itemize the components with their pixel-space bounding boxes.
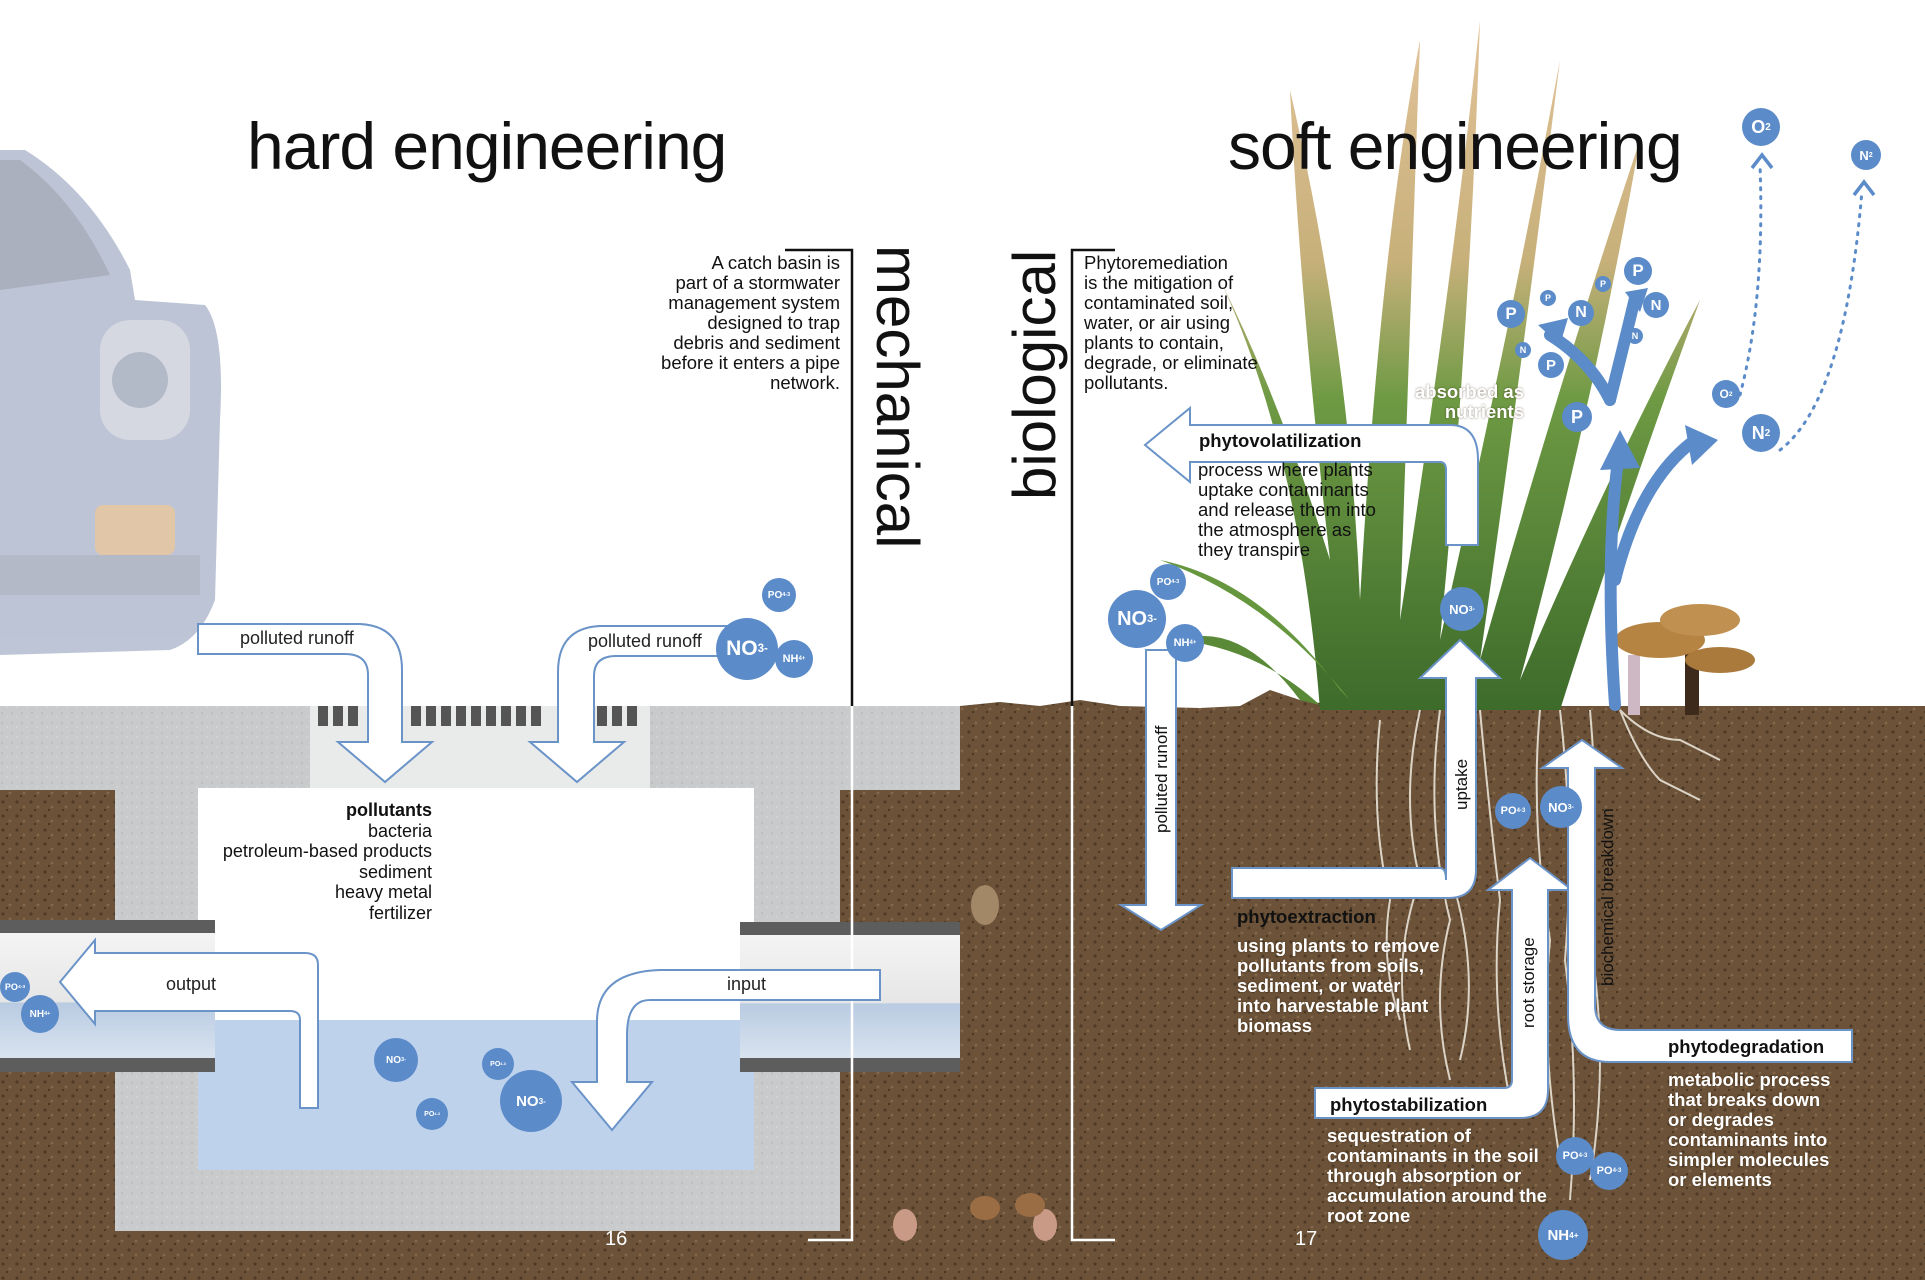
pollutant-item: petroleum-based products: [222, 841, 432, 861]
uptake-label: uptake: [1452, 758, 1471, 810]
mechanical-bracket: [785, 248, 854, 706]
phosphorus-molecule: P: [1595, 276, 1611, 292]
page-number-right: 17: [1295, 1228, 1318, 1250]
input-label: input: [727, 974, 767, 994]
phytovolatilization-description: process where plants uptake contaminants…: [1198, 459, 1376, 560]
phytoremediation-description: Phytoremediation is the mitigation of co…: [1084, 252, 1258, 393]
runoff-left-label: polluted runoff: [240, 628, 354, 648]
phosphorus-molecule: P: [1562, 402, 1592, 432]
biological-label: biological: [1001, 249, 1068, 500]
pollutant-item: fertilizer: [368, 902, 432, 923]
root-storage-label: root storage: [1519, 937, 1538, 1028]
nutrient-arrowheads: [1538, 288, 1718, 470]
nitrogen-molecule: N: [1643, 292, 1669, 318]
phytostabilization-title: phytostabilization: [1330, 1094, 1488, 1115]
phytoextraction-description: using plants to remove pollutants from s…: [1237, 935, 1440, 1036]
pollutants-list: pollutants bacteria petroleum-based prod…: [200, 800, 432, 923]
nutrient-arrows: [1544, 292, 1701, 711]
biological-bracket: [1070, 248, 1115, 706]
phosphorus-molecule: P: [1538, 352, 1564, 378]
arrow-phytostabilization: [1314, 856, 1575, 1119]
catch-basin-description: A catch basin is part of a stormwater ma…: [661, 252, 840, 393]
mechanical-label: mechanical: [864, 245, 931, 549]
mushroom-cluster: [1615, 604, 1755, 715]
catch-basin-water: [198, 1020, 754, 1170]
phytodegradation-description: metabolic process that breaks down or de…: [1668, 1069, 1831, 1190]
output-label: output: [166, 974, 217, 994]
nitrogen-molecule: N: [1568, 300, 1594, 326]
gas-release-paths: [1738, 163, 1864, 452]
arrow-runoff-right: [527, 625, 731, 784]
phytodegradation-title: phytodegradation: [1668, 1036, 1825, 1057]
arrow-runoff-left: [197, 623, 435, 784]
mechanical-bracket-lower: [808, 706, 854, 1242]
phosphorus-molecule: P: [1497, 300, 1525, 328]
phytovolatilization-title: phytovolatilization: [1199, 430, 1362, 451]
biochemical-breakdown-label: biochemical breakdown: [1598, 808, 1617, 986]
phosphorus-molecule: P: [1624, 257, 1652, 285]
pollutant-item: heavy metal: [334, 882, 432, 902]
grass-plant: [1160, 20, 1700, 710]
nitrogen-molecule: N: [1627, 328, 1643, 344]
nitrogen-molecule: N: [1515, 342, 1531, 358]
page-number-left: 16: [605, 1228, 628, 1250]
pollutant-item: sediment: [358, 861, 432, 882]
phytostabilization-description: sequestration of contaminants in the soi…: [1327, 1125, 1547, 1226]
arrow-input: [569, 969, 881, 1132]
pollutants-heading: pollutants: [346, 800, 432, 820]
arrow-runoff-vertical: [1117, 649, 1205, 932]
pollutant-item: bacteria: [367, 820, 432, 841]
polluted-runoff-vertical-label: polluted runoff: [1152, 725, 1171, 833]
runoff-right-label: polluted runoff: [588, 631, 702, 651]
arrow-phytovolatilization: [1143, 405, 1479, 546]
hard-engineering-title: hard engineering: [247, 109, 727, 183]
soil-right: [960, 690, 1925, 1280]
arrow-phytodegradation: [1538, 738, 1853, 1063]
arrow-output: [58, 937, 319, 1109]
car-illustration: [0, 150, 221, 655]
storm-grate: [318, 706, 637, 726]
soft-engineering-title: soft engineering: [1228, 109, 1683, 183]
phosphorus-molecule: P: [1540, 290, 1556, 306]
biological-bracket-lower: [1070, 706, 1115, 1242]
absorbed-as-nutrients-label: absorbed as nutrients: [1415, 381, 1524, 422]
arrow-phytoextraction: [1231, 638, 1503, 899]
gas-release-chevrons: [1750, 152, 1876, 197]
phytoextraction-title: phytoextraction: [1237, 906, 1376, 927]
